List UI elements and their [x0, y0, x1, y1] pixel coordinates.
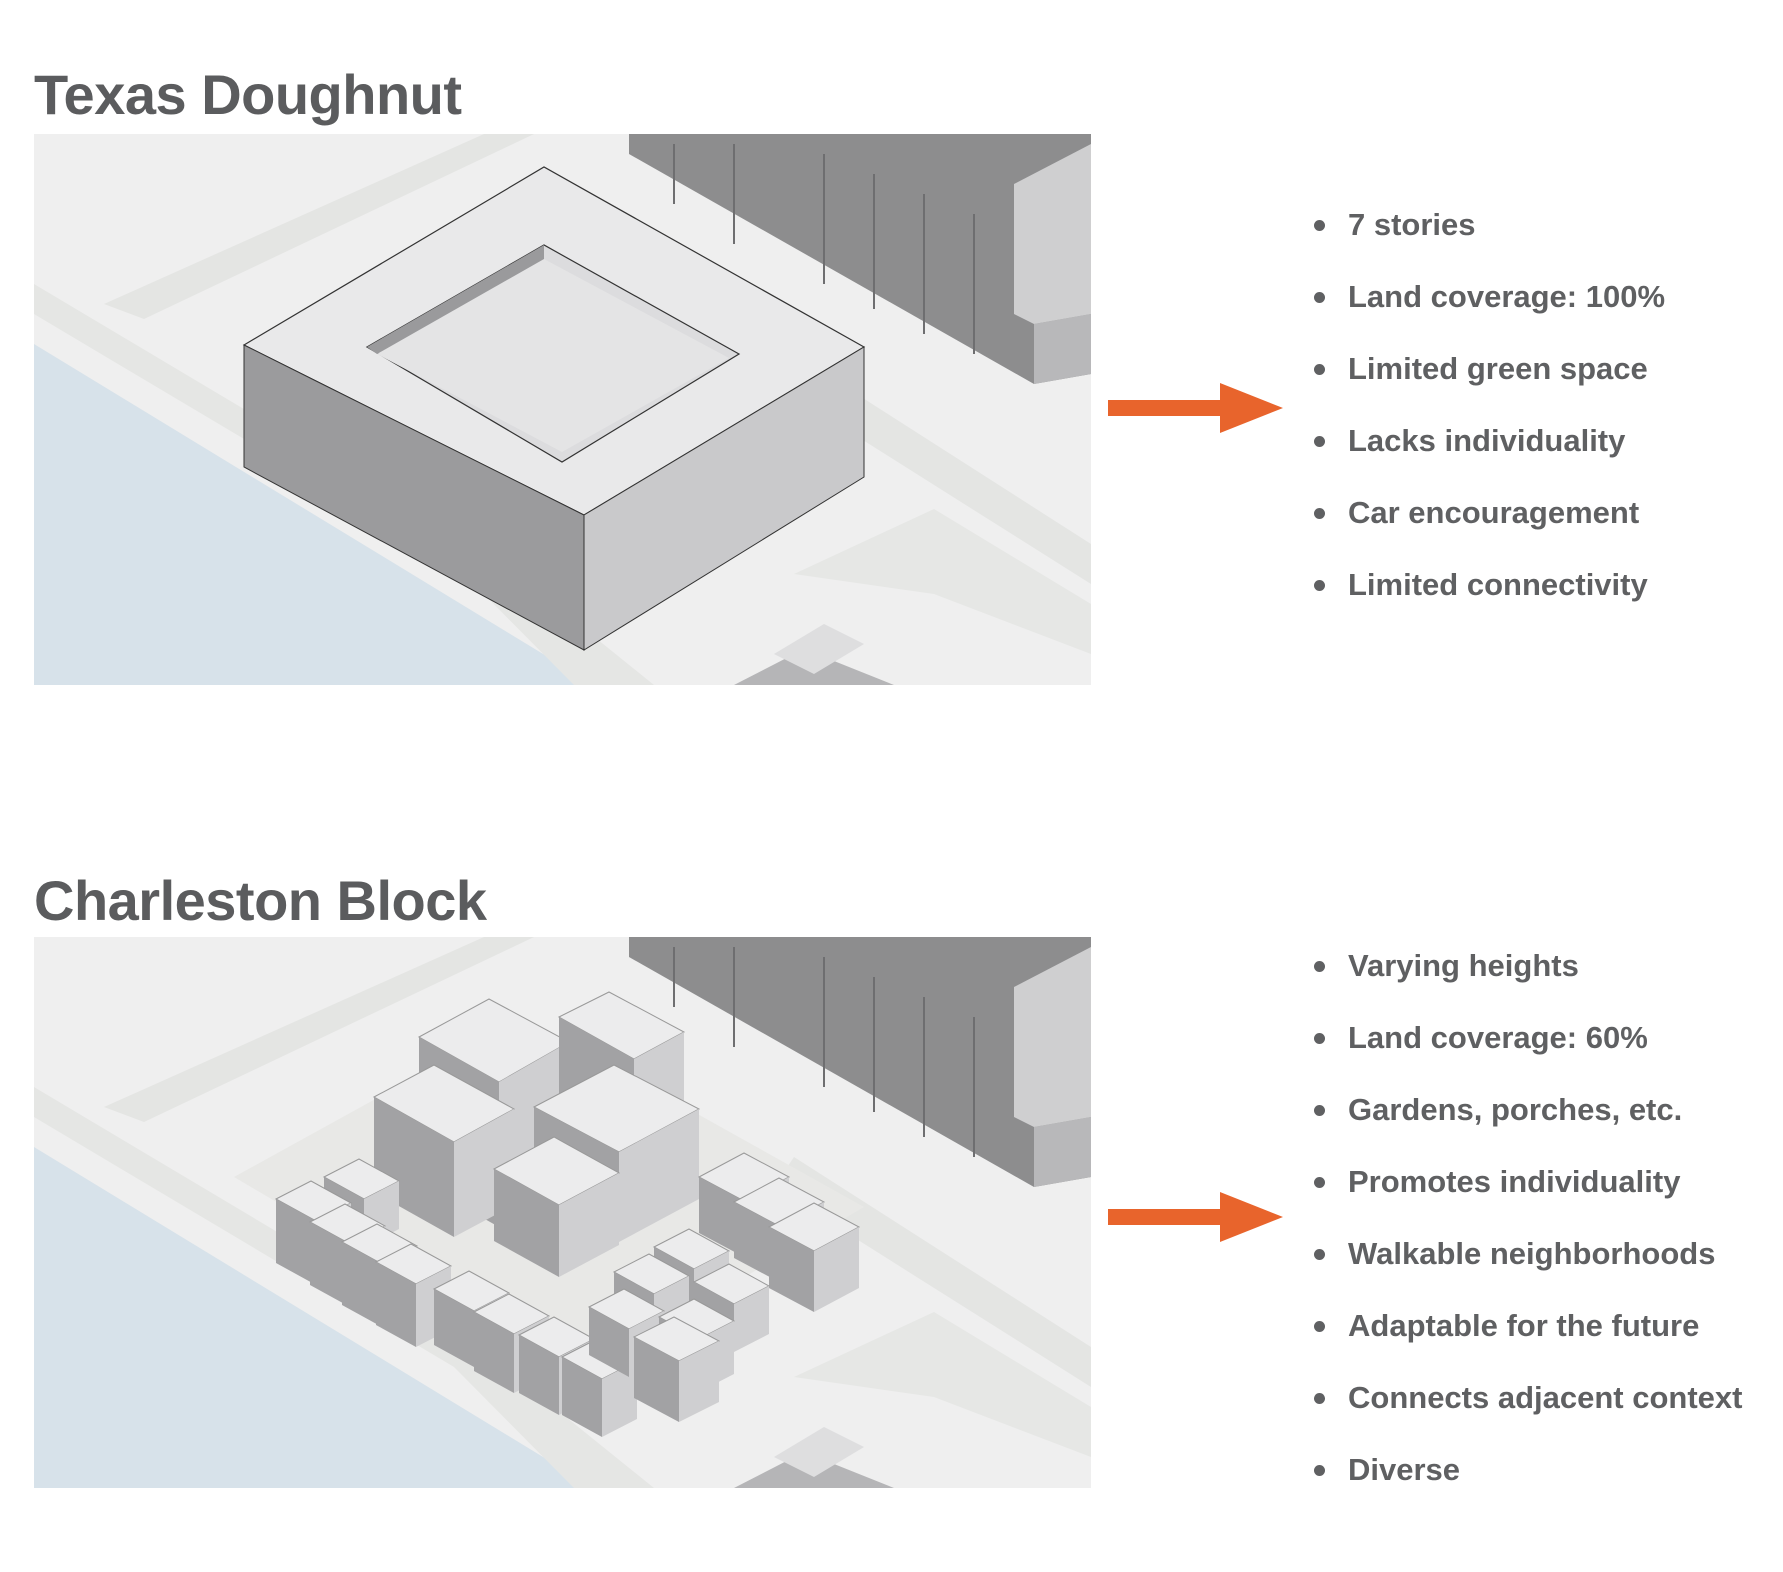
bullet-icon: [1314, 961, 1325, 972]
water-area: [34, 1147, 594, 1488]
neighbor-buildings: [629, 134, 1091, 384]
doughnut-building: [242, 166, 866, 651]
bullet-icon: [1314, 580, 1325, 591]
bullet-icon: [1314, 1465, 1325, 1476]
bullet-icon: [1314, 508, 1325, 519]
bullet-icon: [1314, 220, 1325, 231]
charleston-building-cluster: [274, 991, 861, 1437]
bullet-item: 7 stories: [1310, 205, 1665, 277]
texas-doughnut-massing-view: [34, 134, 1091, 685]
charleston-block-bullet-list: Varying heights Land coverage: 60% Garde…: [1310, 946, 1742, 1522]
bullet-icon: [1314, 1249, 1325, 1260]
path: [104, 937, 534, 1122]
bullet-icon: [1314, 292, 1325, 303]
path: [774, 1157, 1091, 1387]
section-title: Charleston Block: [34, 869, 487, 932]
path: [104, 134, 534, 319]
bullet-item: Car encouragement: [1310, 493, 1665, 565]
bullet-item: Lacks individuality: [1310, 421, 1665, 493]
bullet-item: Gardens, porches, etc.: [1310, 1090, 1742, 1162]
texas-doughnut-section: Texas Doughnut: [0, 0, 1783, 760]
bullet-icon: [1314, 1033, 1325, 1044]
neighbor-buildings: [629, 937, 1091, 1187]
charleston-block-massing-view: [34, 937, 1091, 1488]
bullet-item: Varying heights: [1310, 946, 1742, 1018]
charleston-block-section: Charleston Block: [0, 800, 1783, 1572]
bullet-item: Promotes individuality: [1310, 1162, 1742, 1234]
bullet-icon: [1314, 1105, 1325, 1116]
bullet-item: Land coverage: 100%: [1310, 277, 1665, 349]
section-title: Texas Doughnut: [34, 63, 462, 126]
bullet-icon: [1314, 1177, 1325, 1188]
charleston-block-axonometric: [34, 937, 1091, 1488]
texas-doughnut-bullet-list: 7 stories Land coverage: 100% Limited gr…: [1310, 205, 1665, 637]
bullet-icon: [1314, 364, 1325, 375]
bullet-item: Walkable neighborhoods: [1310, 1234, 1742, 1306]
bullet-item: Diverse: [1310, 1450, 1742, 1522]
bullet-item: Limited green space: [1310, 349, 1665, 421]
texas-doughnut-axonometric: [34, 134, 1091, 685]
house-12: [767, 1202, 861, 1312]
bullet-item: Connects adjacent context: [1310, 1378, 1742, 1450]
path: [794, 1312, 1091, 1457]
bullet-icon: [1314, 1393, 1325, 1404]
arrow-icon: [1108, 383, 1283, 433]
house-18: [632, 1316, 721, 1422]
arrow-icon: [1108, 1192, 1283, 1242]
bullet-icon: [1314, 436, 1325, 447]
water-area: [34, 344, 594, 685]
bullet-item: Land coverage: 60%: [1310, 1018, 1742, 1090]
path: [794, 509, 1091, 654]
bullet-icon: [1314, 1321, 1325, 1332]
bullet-item: Limited connectivity: [1310, 565, 1665, 637]
bullet-item: Adaptable for the future: [1310, 1306, 1742, 1378]
building-mid-3: [492, 1136, 621, 1277]
